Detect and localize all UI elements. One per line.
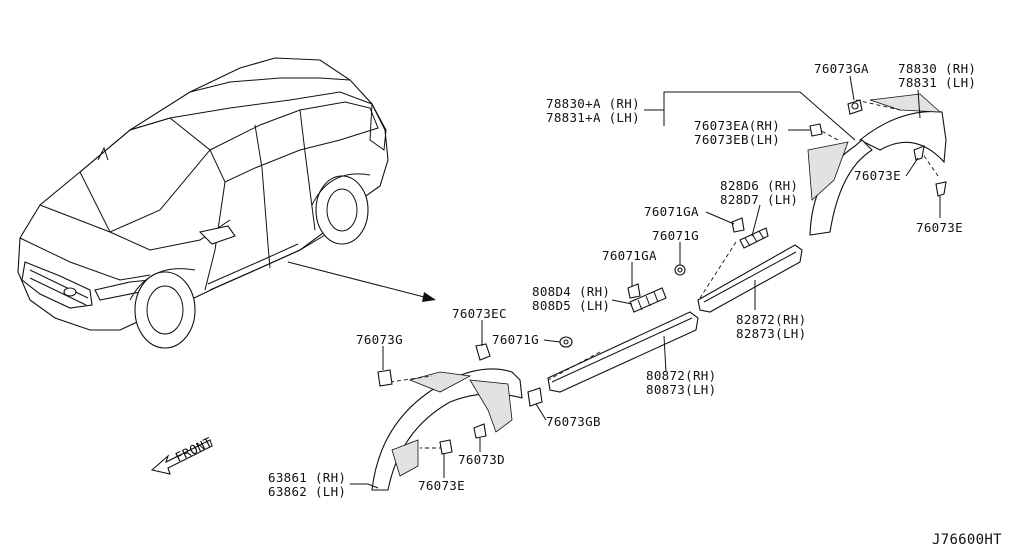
- pointer-arrow: [287, 261, 436, 302]
- clip-76073E-rear-2: [935, 181, 947, 197]
- clip-76071G-upper: [674, 264, 686, 276]
- clip-76073G: [377, 369, 393, 387]
- label-78831A: 78831+A (LH): [546, 110, 640, 125]
- label-76073G: 76073G: [356, 332, 403, 347]
- label-80873: 80873(LH): [646, 382, 716, 397]
- label-78830: 78830 (RH): [898, 61, 976, 76]
- clip-76071G-lower: [559, 336, 573, 348]
- rear-fender-molding: [807, 93, 947, 236]
- label-82872: 82872(RH): [736, 312, 806, 327]
- label-76071G-lower: 76071G: [492, 332, 539, 347]
- label-80872: 80872(RH): [646, 368, 716, 383]
- clip-76073EA: [809, 123, 823, 137]
- front-direction-arrow: FRONT: [150, 434, 215, 475]
- clip-76071GA-lower: [627, 283, 641, 299]
- rear-sill-molding: [697, 241, 803, 313]
- label-76073D: 76073D: [458, 452, 505, 467]
- clip-76073D: [473, 423, 487, 439]
- label-76073E-front: 76073E: [418, 478, 465, 493]
- front-sill-molding: [547, 311, 699, 393]
- label-828D7: 828D7 (LH): [720, 192, 798, 207]
- label-76071G-upper: 76071G: [652, 228, 699, 243]
- label-76073E-rear-2: 76073E: [916, 220, 963, 235]
- label-63861: 63861 (RH): [268, 470, 346, 485]
- label-76073EB: 76073EB(LH): [694, 132, 780, 147]
- vehicle-illustration: [17, 57, 389, 349]
- label-828D6: 828D6 (RH): [720, 178, 798, 193]
- clip-76071GA-upper: [731, 217, 745, 233]
- clip-76073E-front: [439, 439, 453, 455]
- label-808D4: 808D4 (RH): [532, 284, 610, 299]
- label-63862: 63862 (LH): [268, 484, 346, 499]
- label-78831: 78831 (LH): [898, 75, 976, 90]
- bracket-808d: [629, 287, 667, 313]
- label-76073GA: 76073GA: [814, 61, 869, 76]
- bracket-828d: [739, 227, 769, 249]
- clip-76073EC: [475, 343, 491, 361]
- label-76073E-rear-1: 76073E: [854, 168, 901, 183]
- label-76073EC: 76073EC: [452, 306, 507, 321]
- clip-76073GA: [847, 99, 863, 115]
- front-fender-molding: [371, 368, 523, 491]
- label-82873: 82873(LH): [736, 326, 806, 341]
- label-78830A: 78830+A (RH): [546, 96, 640, 111]
- label-76073EA: 76073EA(RH): [694, 118, 780, 133]
- leader-lines: [350, 75, 941, 489]
- label-808D5: 808D5 (LH): [532, 298, 610, 313]
- label-76071GA-lower: 76071GA: [602, 248, 657, 263]
- label-76073GB: 76073GB: [546, 414, 601, 429]
- label-76071GA-upper: 76071GA: [644, 204, 699, 219]
- clip-76073GB: [527, 387, 543, 407]
- part-labels: 78830 (RH) 78831 (LH) 76073GA 78830+A (R…: [268, 61, 976, 499]
- clip-76073E-rear-1: [913, 145, 925, 161]
- front-label: FRONT: [173, 434, 215, 465]
- diagram-code: J76600HT: [932, 532, 1002, 548]
